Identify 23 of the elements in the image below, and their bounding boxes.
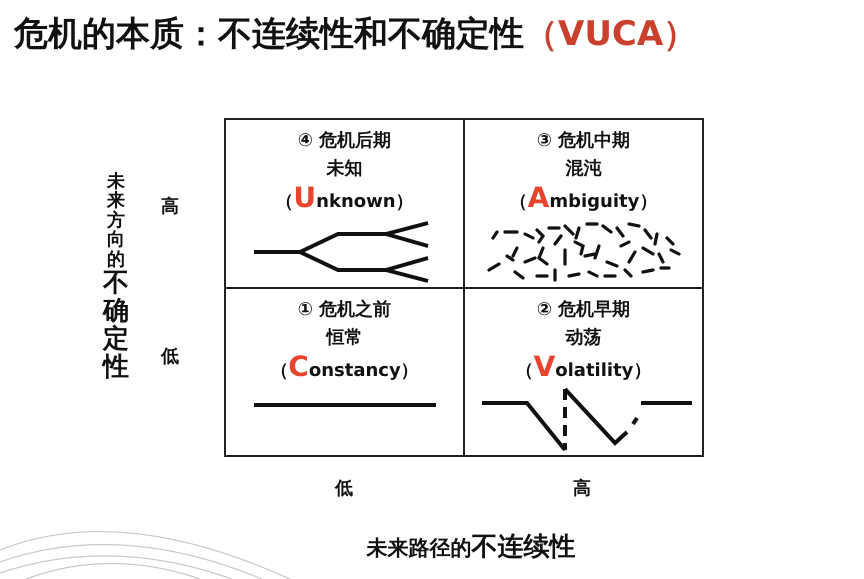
vuca-term: （Constancy） bbox=[270, 353, 419, 382]
vuca-term: （Ambiguity） bbox=[510, 184, 658, 214]
tick-label: 高 bbox=[573, 479, 591, 500]
matrix-quadrant bbox=[463, 287, 704, 457]
quadrant-subtitle: 未知 bbox=[326, 158, 362, 180]
tick-label: 高 bbox=[161, 197, 179, 218]
tick-label: 低 bbox=[161, 347, 179, 368]
tick-label: 低 bbox=[335, 479, 353, 500]
matrix-quadrant bbox=[224, 118, 465, 289]
vuca-term: （Unknown） bbox=[275, 184, 414, 214]
quadrant-heading: ④ 危机后期 bbox=[298, 130, 392, 152]
slide-title: 危机的本质：不连续性和不确定性（VUCA） bbox=[14, 14, 698, 55]
quadrant-subtitle: 动荡 bbox=[566, 327, 602, 350]
quadrant-heading: ② 危机早期 bbox=[536, 299, 630, 322]
matrix-quadrant bbox=[224, 287, 465, 457]
axis-title: 未来路径的不连续性 bbox=[366, 533, 576, 563]
axis-title: 未来方向的不确定性 bbox=[102, 172, 130, 382]
quadrant-heading: ① 危机之前 bbox=[298, 299, 392, 322]
quadrant-heading: ③ 危机中期 bbox=[536, 130, 630, 152]
quadrant-subtitle: 恒常 bbox=[326, 327, 362, 350]
quadrant-subtitle: 混沌 bbox=[566, 158, 602, 180]
matrix-quadrant bbox=[463, 118, 704, 289]
vuca-term: （Volatility） bbox=[516, 353, 652, 382]
